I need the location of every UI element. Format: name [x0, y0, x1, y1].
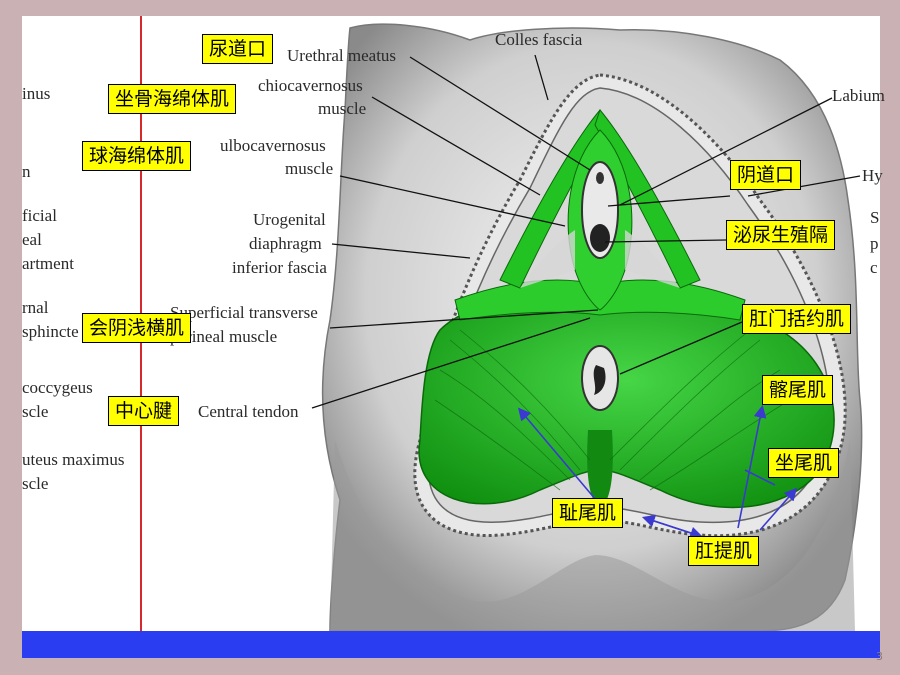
label-labium: Labium — [832, 86, 885, 105]
footer-bar — [22, 631, 880, 658]
label-ischiocavernosus-2: muscle — [318, 99, 367, 118]
cn-label-vaginal-opening: 阴道口 — [730, 160, 802, 190]
page-number: 3 — [876, 650, 883, 663]
label-c: c — [870, 258, 878, 277]
cn-label-iliococcygeus: 髂尾肌 — [762, 375, 834, 405]
label-central-tendon: Central tendon — [198, 402, 299, 421]
left-fragment-3: ficial — [22, 206, 57, 225]
cn-label-ischiococcygeus: 坐尾肌 — [768, 448, 840, 478]
cn-label-central-tendon: 中心腱 — [108, 396, 180, 426]
left-fragment-6: rnal — [22, 298, 49, 317]
left-fragment-1: inus — [22, 84, 51, 103]
label-urogenital-1: Urogenital — [253, 210, 326, 229]
left-fragment-9: scle — [22, 402, 49, 421]
label-urethral-meatus: Urethral meatus — [287, 46, 397, 65]
cn-label-urethral-opening: 尿道口 — [202, 34, 274, 64]
urethral-opening — [596, 172, 604, 184]
label-bulbocavernosus-2: muscle — [285, 159, 334, 178]
label-transverse-1: Superficial transverse — [170, 303, 318, 322]
cn-label-superficial-transverse: 会阴浅横肌 — [82, 313, 192, 343]
left-fragment-2: n — [22, 162, 31, 181]
left-fragment-7: sphincte — [22, 322, 79, 341]
left-fragment-10: uteus maximus — [22, 450, 125, 469]
buttocks-shadow — [330, 440, 855, 631]
cn-label-bulbospongiosus: 球海绵体肌 — [82, 141, 192, 171]
cn-label-anal-sphincter: 肛门括约肌 — [742, 304, 852, 334]
left-fragment-8: coccygeus — [22, 378, 93, 397]
label-hy: Hy — [862, 166, 883, 185]
left-fragment-11: scle — [22, 474, 49, 493]
label-bulbocavernosus-1: ulbocavernosus — [220, 136, 326, 155]
cn-label-ischiocavernosus: 坐骨海绵体肌 — [108, 84, 237, 114]
label-colles-fascia: Colles fascia — [495, 30, 583, 49]
cn-label-urogenital-diaphragm: 泌尿生殖隔 — [726, 220, 836, 250]
left-fragment-5: artment — [22, 254, 74, 273]
label-urogenital-3: inferior fascia — [232, 258, 327, 277]
label-s: S — [870, 208, 880, 227]
label-urogenital-2: diaphragm — [249, 234, 322, 253]
cn-label-pubococcygeus: 耻尾肌 — [552, 498, 624, 528]
label-p: p — [870, 234, 879, 253]
cn-label-levator-ani: 肛提肌 — [688, 536, 760, 566]
left-fragment-4: eal — [22, 230, 42, 249]
label-ischiocavernosus-1: chiocavernosus — [258, 76, 363, 95]
label-transverse-2: perineal muscle — [170, 327, 278, 346]
